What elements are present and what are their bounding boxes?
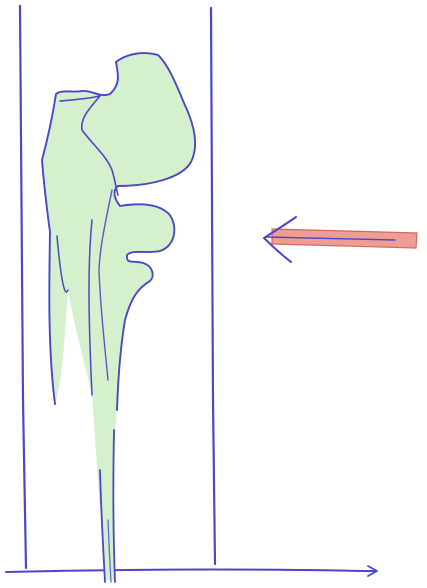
sketch-canvas [0, 0, 427, 588]
